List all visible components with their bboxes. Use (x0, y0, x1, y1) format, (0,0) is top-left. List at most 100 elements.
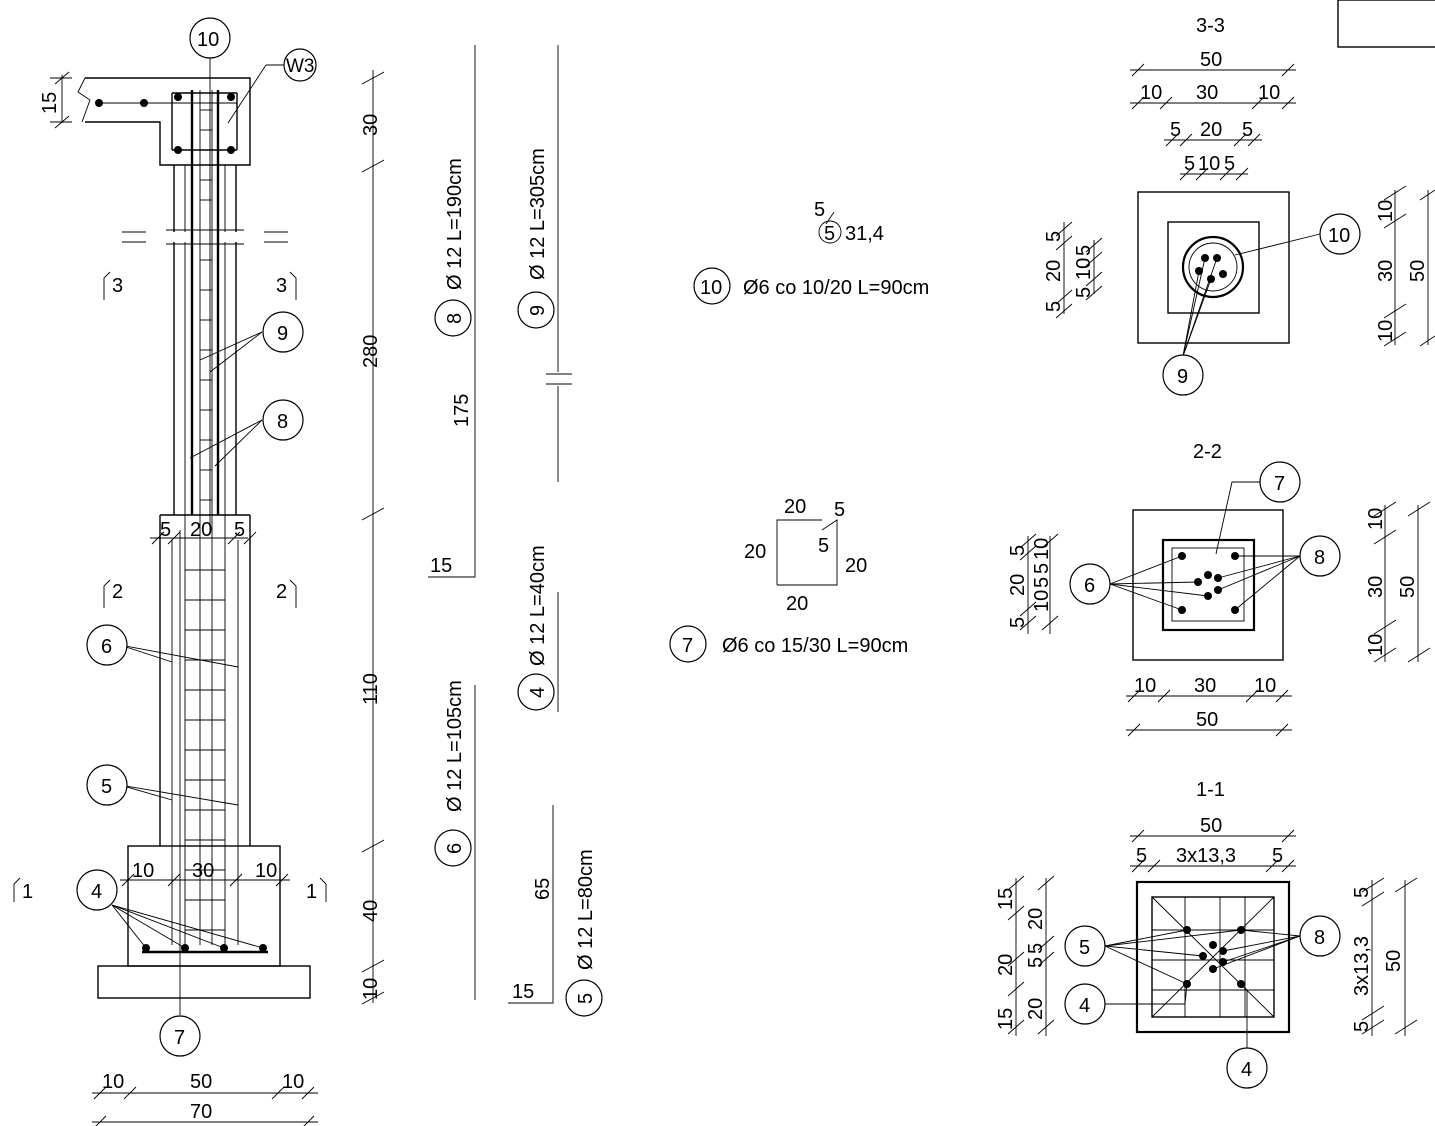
column-elevation: 15 (13, 17, 385, 1126)
s10-spec: Ø6 co 10/20 L=90cm (743, 277, 929, 299)
s33-l4: 5 (1073, 245, 1095, 256)
s33-r1: 10 (1375, 200, 1397, 222)
s22-l7: 10 (1031, 590, 1053, 612)
bubble-9-elev: 9 (277, 323, 288, 345)
slab-dim: 15 (39, 92, 61, 114)
bar4-mark: 4 (527, 687, 549, 698)
ped-dim-b: 30 (192, 860, 214, 882)
cut2-left: 2 (112, 581, 123, 603)
s11-title: 1-1 (1196, 779, 1225, 801)
bar5-hook: 15 (512, 981, 534, 1003)
vdim-110: 110 (360, 673, 382, 705)
s33-total: 50 (1200, 49, 1222, 71)
s22-r4: 50 (1397, 576, 1419, 598)
ped-dim-c: 10 (255, 860, 277, 882)
bar8-label: Ø 12 L=190cm (444, 158, 466, 290)
s11-l4: 5 (1025, 957, 1047, 968)
s7-inner: 5 (818, 535, 829, 557)
cut2-right: 2 (276, 581, 287, 603)
s22-l1: 5 (1007, 545, 1029, 556)
s33-l5: 10 (1073, 258, 1095, 280)
bar9-label: Ø 12 L=305cm (527, 148, 549, 280)
vdim-280: 280 (360, 335, 382, 368)
s11-total: 50 (1200, 815, 1222, 837)
section-3-3: 3-3 50 10 30 10 5 20 5 5 10 5 (1043, 15, 1435, 396)
top-dim-a: 5 (160, 519, 171, 541)
bottom-dim-total: 70 (190, 1101, 212, 1123)
bubble-10-elev: 10 (197, 29, 219, 51)
bar6-mark: 6 (444, 843, 466, 854)
s22-bubble6: 6 (1084, 575, 1095, 597)
bar8-leg: 175 (451, 394, 473, 427)
bar5-mark: 5 (575, 993, 597, 1004)
s11-r2c: 5 (1272, 845, 1283, 867)
top-dim-b: 20 (190, 519, 212, 541)
s22-r1: 10 (1365, 508, 1387, 530)
vdim-30: 30 (360, 114, 382, 136)
s22-b2: 30 (1194, 675, 1216, 697)
bar5-label: Ø 12 L=80cm (575, 849, 597, 970)
s22-r3: 10 (1365, 634, 1387, 656)
vdim-40: 40 (360, 900, 382, 922)
s33-r3a: 5 (1170, 119, 1181, 141)
s22-b3: 10 (1254, 675, 1276, 697)
bar-schedule: 15 175 8 Ø 12 L=190cm 9 Ø 12 L=305cm 4 Ø… (428, 45, 603, 1017)
ped-dim-a: 10 (132, 860, 154, 882)
s10-dia: 31,4 (845, 223, 884, 245)
s7-right: 20 (845, 555, 867, 577)
s11-r2b: 3x13,3 (1176, 845, 1236, 867)
bar6-label: Ø 12 L=105cm (444, 680, 466, 812)
s33-bubble9: 9 (1177, 366, 1188, 388)
s11-r4: 50 (1383, 950, 1405, 972)
s11-bubble8: 8 (1314, 927, 1325, 949)
s11-r2a: 5 (1136, 845, 1147, 867)
s33-l3: 5 (1043, 301, 1065, 312)
section-1-1: 1-1 50 5 3x13,3 5 (995, 779, 1418, 1089)
cut1-left: 1 (22, 881, 33, 903)
s22-l3: 5 (1007, 617, 1029, 628)
s11-l6: 15 (995, 1008, 1017, 1030)
title-block-corner (1337, 0, 1435, 48)
bubble-4-elev: 4 (91, 881, 102, 903)
s11-l7: 20 (1025, 908, 1047, 930)
bubble-5-elev: 5 (101, 776, 112, 798)
s22-bubble8: 8 (1314, 547, 1325, 569)
s11-l5: 20 (1025, 998, 1047, 1020)
s11-bubble4b: 4 (1241, 1059, 1252, 1081)
bar9-mark: 9 (527, 305, 549, 316)
s22-b1: 10 (1134, 675, 1156, 697)
s33-r4a: 5 (1184, 153, 1195, 175)
bar8-hook: 15 (430, 555, 452, 577)
s33-title: 3-3 (1196, 15, 1225, 37)
bottom-dim-c: 10 (282, 1071, 304, 1093)
cut3-right: 3 (276, 275, 287, 297)
section-2-2: 2-2 7 6 8 10 30 10 (1007, 441, 1431, 737)
s33-r4b: 10 (1198, 153, 1220, 175)
s22-l6: 5 (1031, 577, 1053, 588)
s22-l4: 10 (1031, 538, 1053, 560)
s33-r2: 30 (1375, 260, 1397, 282)
s11-l2: 20 (995, 954, 1017, 976)
s33-bubble10: 10 (1328, 225, 1350, 247)
s22-l5: 5 (1031, 563, 1053, 574)
stirrup-10: 5 5 31,4 10 Ø6 co 10/20 L=90cm (693, 199, 929, 305)
bar4-label: Ø 12 L=40cm (527, 545, 549, 666)
s33-r4c: 5 (1224, 153, 1235, 175)
s10-hook-b: 5 (824, 223, 835, 245)
s11-r3: 5 (1351, 1021, 1373, 1032)
bubble-7-elev: 7 (174, 1027, 185, 1049)
s33-r2b: 30 (1196, 82, 1218, 104)
bubble-8-elev: 8 (277, 411, 288, 433)
s22-bubble7: 7 (1274, 473, 1285, 495)
bar8-mark: 8 (444, 313, 466, 324)
s33-l2: 20 (1043, 260, 1065, 282)
stirrup-7: 20 5 20 5 20 20 7 Ø6 co 15/30 L=90cm (669, 496, 908, 663)
s11-r2: 3x13,3 (1351, 936, 1373, 996)
bottom-dim-a: 10 (102, 1071, 124, 1093)
s11-bubble4a: 4 (1079, 995, 1090, 1017)
s33-l6: 5 (1073, 287, 1095, 298)
s33-l1: 5 (1043, 231, 1065, 242)
s10-hook-a: 5 (814, 199, 825, 221)
s33-r2c: 10 (1258, 82, 1280, 104)
